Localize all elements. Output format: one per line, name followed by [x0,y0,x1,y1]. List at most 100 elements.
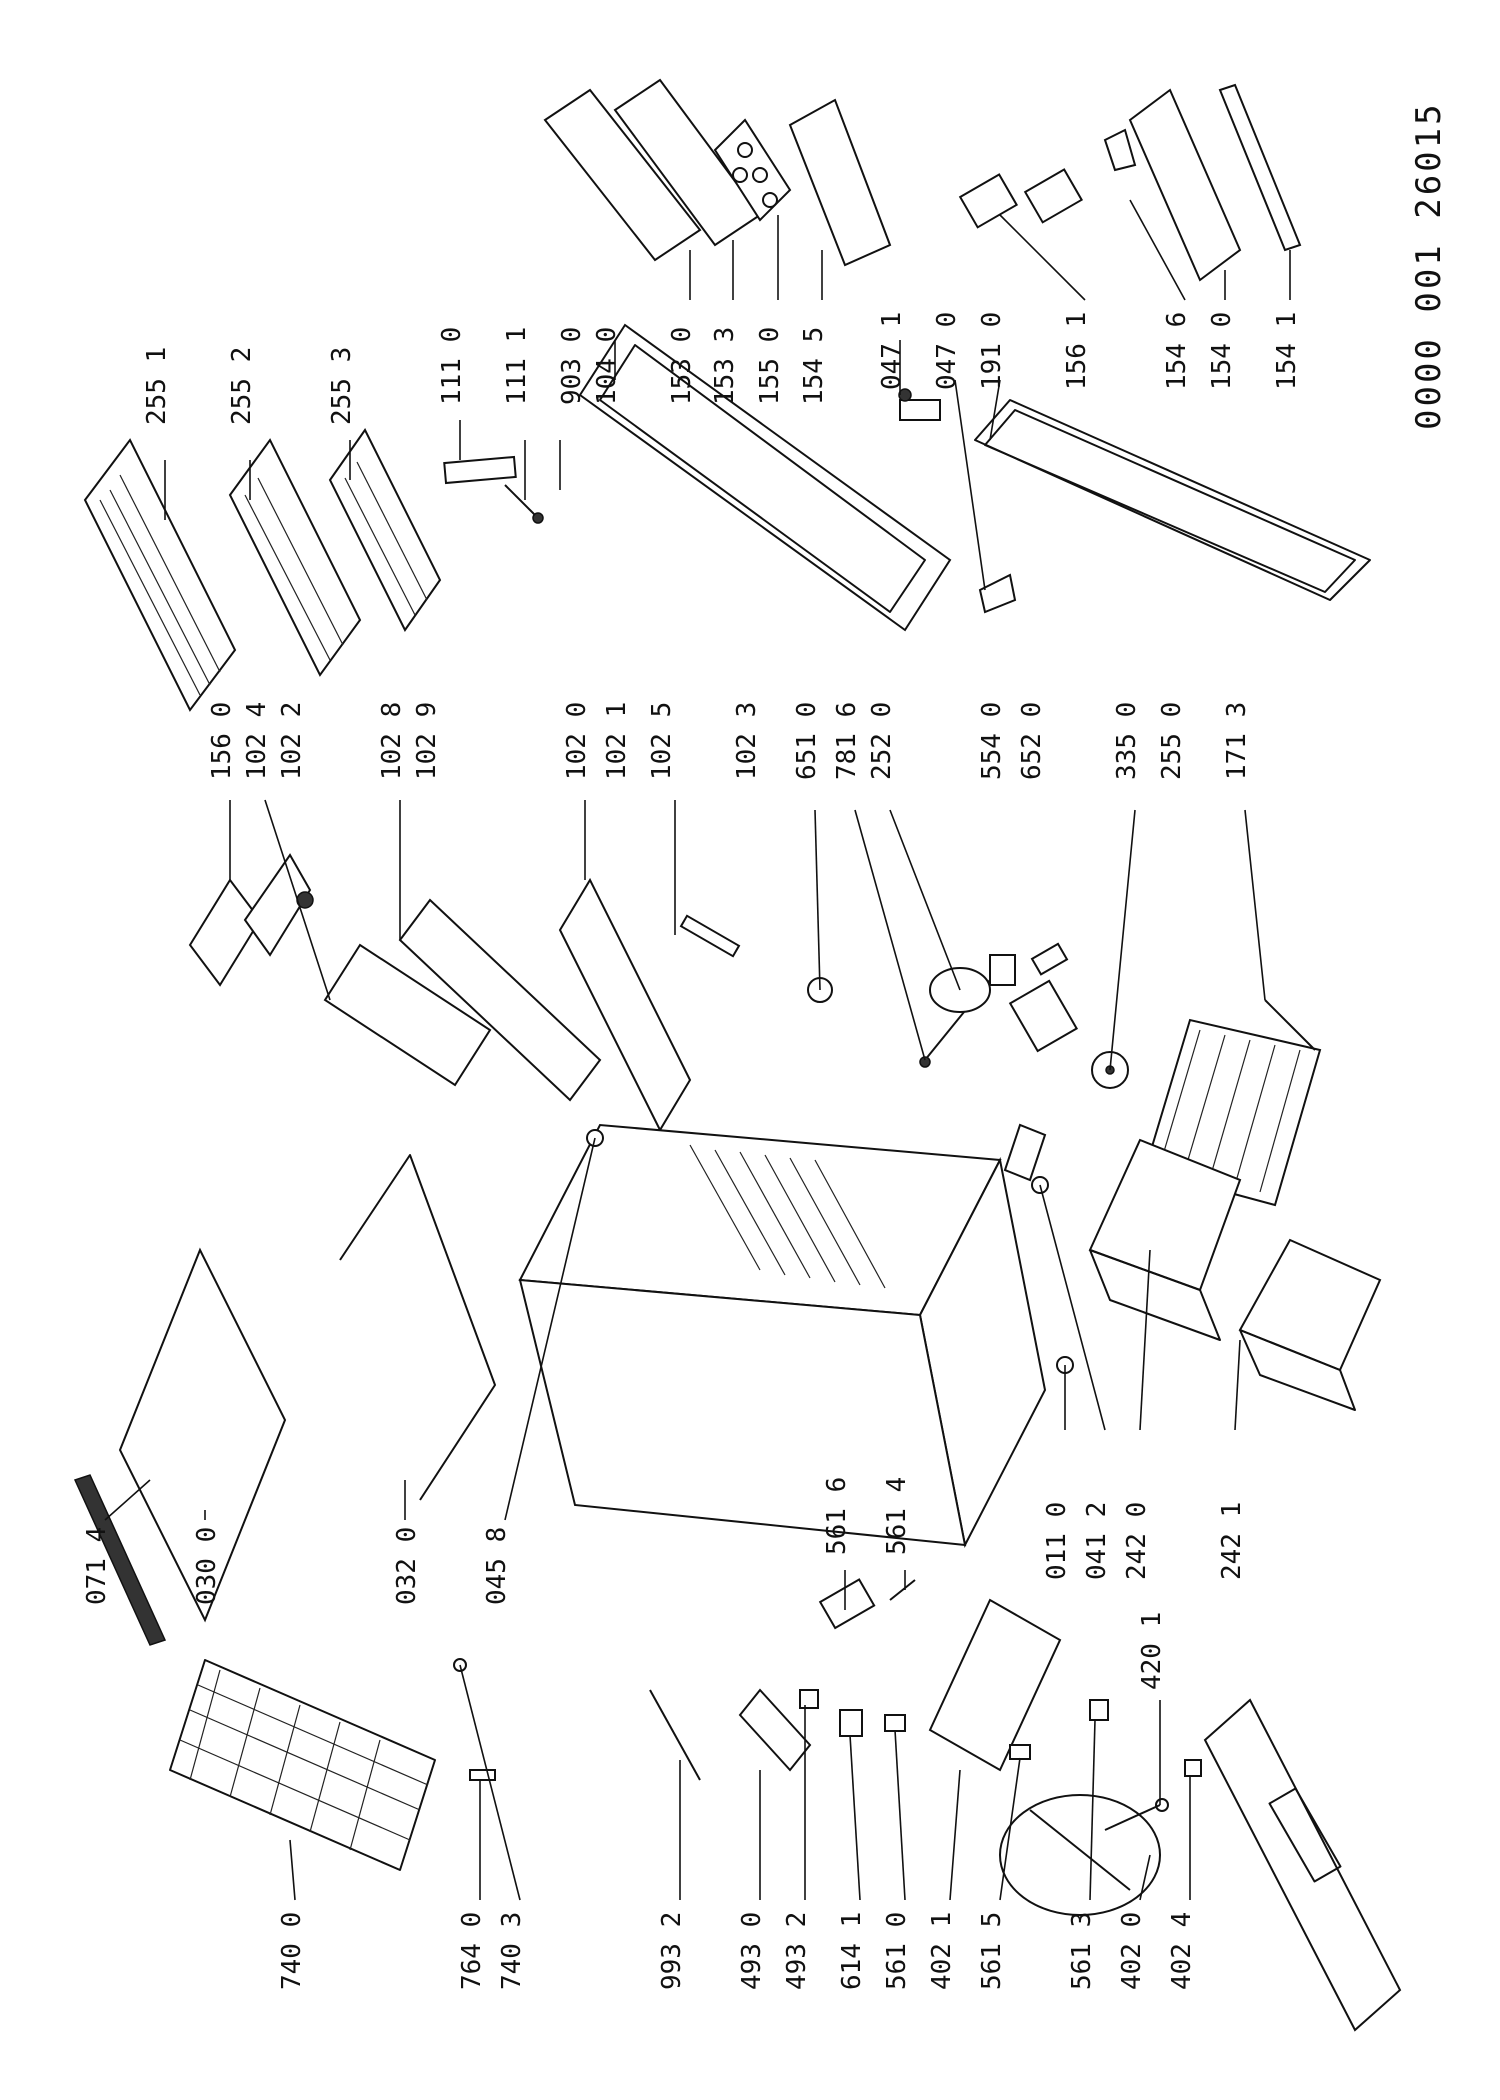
part-label-102-8: 102 8 [377,702,407,780]
part-label-652-0: 652 0 [1017,702,1047,780]
part-420-1 [1104,1798,1169,1831]
part-label-561-4: 561 4 [882,1477,912,1555]
part-label-903-0: 903 0 [557,327,587,405]
hinge-041-2 [1003,1123,1049,1194]
switch-554-0 [989,954,1016,986]
door-frame-104-0 [578,323,952,632]
part-label-255-2: 255 2 [227,347,257,425]
clip-102-3 [679,914,741,958]
part-label-740-0: 740 0 [277,1912,307,1990]
part-label-047-0: 047 0 [932,312,962,390]
part-label-045-8: 045 8 [482,1527,512,1605]
part-label-171-3: 171 3 [1222,702,1252,780]
relay-614-1 [839,1709,863,1737]
part-label-252-0: 252 0 [867,702,897,780]
part-label-420-1: 420 1 [1137,1612,1167,1690]
part-label-155-0: 155 0 [755,327,785,405]
clip-493-2 [799,1689,819,1709]
door-bin-154-0 [1103,88,1242,282]
crisper-242-0 [1088,1138,1242,1341]
part-label-242-1: 242 1 [1217,1502,1247,1580]
part-label-554-0: 554 0 [977,702,1007,780]
trim-171-3 [1264,999,1316,1051]
part-label-071-4: 071 4 [82,1527,112,1605]
clip-764-0 [469,1769,496,1781]
part-label-156-0: 156 0 [207,702,237,780]
part-label-102-9: 102 9 [412,702,442,780]
part-label-651-0: 651 0 [792,702,822,780]
clip-402-4 [1184,1759,1202,1777]
part-label-255-1: 255 1 [142,347,172,425]
part-label-242-0: 242 0 [1122,1502,1152,1580]
cabinet-body [518,1123,1047,1549]
part-label-102-5: 102 5 [647,702,677,780]
part-label-102-1: 102 1 [602,702,632,780]
trim-strip-154-1 [1218,83,1302,252]
part-label-104-0: 104 0 [592,327,622,405]
part-label-102-2: 102 2 [277,702,307,780]
egg-tray-155-0 [713,118,792,222]
part-label-614-1: 614 1 [837,1912,867,1990]
part-label-030-0: 030 0 [192,1527,222,1605]
part-label-011-0: 011 0 [1042,1502,1072,1580]
hinge-047-1 [898,388,941,421]
hinge-111-0 [443,455,517,485]
part-label-993-2: 993 2 [657,1912,687,1990]
base-plate [1203,1698,1402,2032]
screw-111-1 [504,484,544,524]
part-label-041-2: 041 2 [1082,1502,1112,1580]
part-label-335-0: 335 0 [1112,702,1142,780]
part-label-154-1: 154 1 [1272,312,1302,390]
part-label-561-6: 561 6 [822,1477,852,1555]
ice-tray-156-0 [188,853,312,987]
tray-402-1 [928,1598,1062,1772]
part-label-156-1: 156 1 [1062,312,1092,390]
frame-032-0 [339,1154,496,1501]
compressor-402-0 [999,1794,1161,1916]
condenser-740-0 [169,1659,436,1871]
small-parts-156-1 [958,168,1084,229]
part-label-102-3: 102 3 [732,702,762,780]
part-label-153-3: 153 3 [710,327,740,405]
tube-993-2 [649,1689,701,1781]
door-shelf-255-2 [228,438,362,677]
part-label-154-0: 154 0 [1207,312,1237,390]
part-label-402-0: 402 0 [1117,1912,1147,1990]
door-shelf-255-3 [328,428,442,632]
clip-561-3 [1089,1699,1109,1721]
freezer-door-102 [323,877,692,1133]
part-label-781-6: 781 6 [832,702,862,780]
cover-493-0 [738,1688,812,1772]
part-label-402-1: 402 1 [927,1912,957,1990]
clip-561-0 [884,1714,906,1732]
crisper-242-1 [1238,1238,1382,1411]
part-label-153-0: 153 0 [667,327,697,405]
part-label-032-0: 032 0 [392,1527,422,1605]
leader-lines [104,199,1291,1901]
part-label-255-3: 255 3 [327,347,357,425]
door-shelf-255-1 [83,438,237,712]
clip-652-0 [1030,942,1069,976]
door-gasket-191-0 [974,399,1371,601]
clip-561-5 [1009,1744,1031,1760]
part-label-255-0: 255 0 [1157,702,1187,780]
part-label-154-6: 154 6 [1162,312,1192,390]
part-label-561-5: 561 5 [977,1912,1007,1990]
part-label-493-2: 493 2 [782,1912,812,1990]
screw-561-4 [889,1579,916,1601]
document-number: 0000 001 26015 [1409,101,1449,430]
part-label-740-3: 740 3 [497,1912,527,1990]
top-panel-030-0 [118,1247,287,1623]
part-label-154-5: 154 5 [799,327,829,405]
part-label-493-0: 493 0 [737,1912,767,1990]
door-bin-154-5 [788,98,892,267]
part-label-111-1: 111 1 [502,327,532,405]
part-label-191-0: 191 0 [977,312,1007,390]
part-label-402-4: 402 4 [1167,1912,1197,1990]
part-label-561-0: 561 0 [882,1912,912,1990]
hinge-047-0 [978,573,1017,614]
part-label-111-0: 111 0 [437,327,467,405]
